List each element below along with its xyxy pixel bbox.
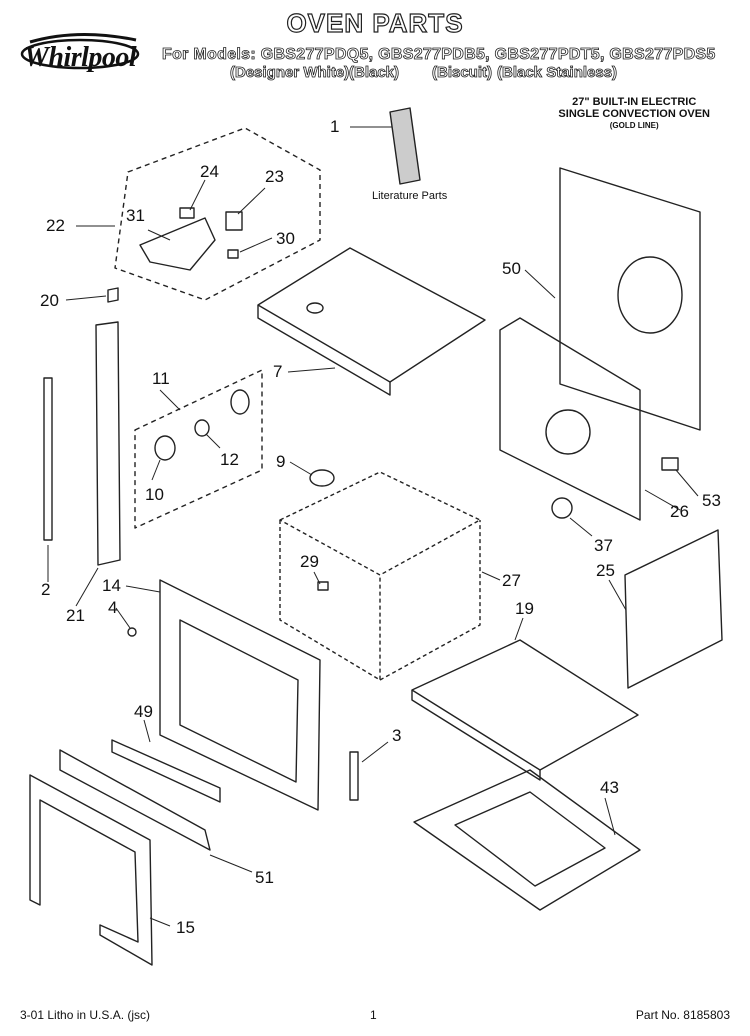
callout-20: 20 — [40, 291, 59, 310]
callout-25: 25 — [596, 561, 615, 580]
literature-parts-label: Literature Parts — [372, 190, 448, 202]
bottom-panel-part-19 — [411, 639, 639, 771]
part-30 — [227, 249, 239, 259]
callout-15: 15 — [176, 918, 195, 937]
footer-page-number: 1 — [370, 1008, 377, 1022]
rear-panel-fan-opening — [617, 256, 683, 334]
callout-4: 4 — [108, 598, 118, 617]
callout-3: 3 — [392, 726, 402, 745]
color-designer-white: (Designer White) — [230, 64, 350, 82]
callout-9: 9 — [276, 452, 286, 471]
front-frame-part-14 — [159, 579, 321, 811]
callout-10: 10 — [145, 485, 164, 504]
callout-30: 30 — [276, 229, 295, 248]
control-assembly-dashed-box — [114, 127, 321, 301]
color-biscuit: (Biscuit) — [432, 64, 493, 82]
callout-51: 51 — [255, 868, 274, 887]
callout-24: 24 — [200, 162, 219, 181]
callout-53: 53 — [702, 491, 721, 510]
callout-14: 14 — [102, 576, 121, 595]
oven-cavity-left — [279, 520, 381, 681]
callout-7: 7 — [273, 362, 283, 381]
knob-assembly-dashed-box — [134, 369, 263, 529]
footer-part-number: Part No. 8185803 — [635, 1008, 730, 1022]
gasket-part-37 — [551, 497, 573, 519]
callout-29: 29 — [300, 552, 319, 571]
literature-booklet — [389, 107, 421, 185]
callout-21: 21 — [66, 606, 85, 625]
color-black-stainless: (Black Stainless) — [497, 64, 618, 82]
brand-name: Whirlpool — [24, 42, 137, 73]
description-line-1: 27" BUILT-IN ELECTRIC — [572, 96, 697, 108]
product-description: 27" BUILT-IN ELECTRIC SINGLE CONVECTION … — [558, 96, 710, 132]
callout-23: 23 — [265, 167, 284, 186]
trim-part-21 — [95, 321, 121, 566]
callout-12: 12 — [220, 450, 239, 469]
front-frame-opening — [179, 619, 299, 783]
switch-part-24 — [179, 207, 195, 219]
callout-19: 19 — [515, 599, 534, 618]
bracket-part-3 — [349, 751, 359, 801]
leader-lines — [47, 126, 699, 927]
logo-swoosh-icon — [20, 32, 140, 70]
fan-plate-part-26 — [499, 317, 641, 521]
page-title: OVEN PARTS — [286, 7, 464, 38]
drawer-opening — [454, 791, 606, 887]
bake-element-part-9 — [309, 469, 335, 487]
callout-22: 22 — [46, 216, 65, 235]
part-49 — [111, 739, 221, 803]
description-line-2: SINGLE CONVECTION OVEN — [558, 108, 710, 120]
part-29 — [317, 581, 329, 591]
rear-panel-part-50 — [559, 167, 701, 431]
oven-cavity-top — [279, 471, 481, 576]
callout-11: 11 — [152, 369, 170, 388]
callout-27: 27 — [502, 571, 521, 590]
trim-part-51 — [59, 749, 211, 851]
part-12 — [194, 419, 210, 437]
color-black: (Black) — [349, 64, 400, 82]
footer-litho: 3-01 Litho in U.S.A. (jsc) — [20, 1008, 151, 1022]
description-line-3: (GOLD LINE) — [609, 121, 659, 130]
callout-43: 43 — [600, 778, 619, 797]
part-53 — [661, 457, 679, 471]
gasket-part-15 — [29, 774, 153, 966]
callout-2: 2 — [41, 580, 51, 599]
screw-part-4 — [127, 627, 137, 637]
top-panel-hole — [306, 302, 324, 314]
whirlpool-logo: Whirlpool — [18, 28, 156, 80]
top-panel-edge — [257, 305, 391, 396]
callout-37: 37 — [594, 536, 613, 555]
callout-1: 1 — [330, 117, 340, 136]
convection-fan — [545, 409, 591, 455]
drawer-part-43 — [413, 769, 641, 911]
callout-26: 26 — [670, 502, 689, 521]
callout-31: 31 — [126, 206, 145, 225]
callout-49: 49 — [134, 702, 153, 721]
side-panel-part-25 — [624, 529, 723, 689]
trim-part-2 — [43, 377, 53, 541]
callout-50: 50 — [502, 259, 521, 278]
knob-part-10 — [154, 435, 176, 461]
models-line: For Models: GBS277PDQ5, GBS277PDB5, GBS2… — [162, 46, 716, 64]
part-11 — [230, 389, 250, 415]
oven-cavity-right — [379, 520, 481, 681]
control-bracket-part — [139, 217, 216, 271]
part-20 — [107, 287, 119, 303]
switch-part-23 — [225, 211, 243, 231]
top-panel-part-7 — [257, 247, 486, 383]
bottom-panel-edge — [411, 690, 541, 781]
